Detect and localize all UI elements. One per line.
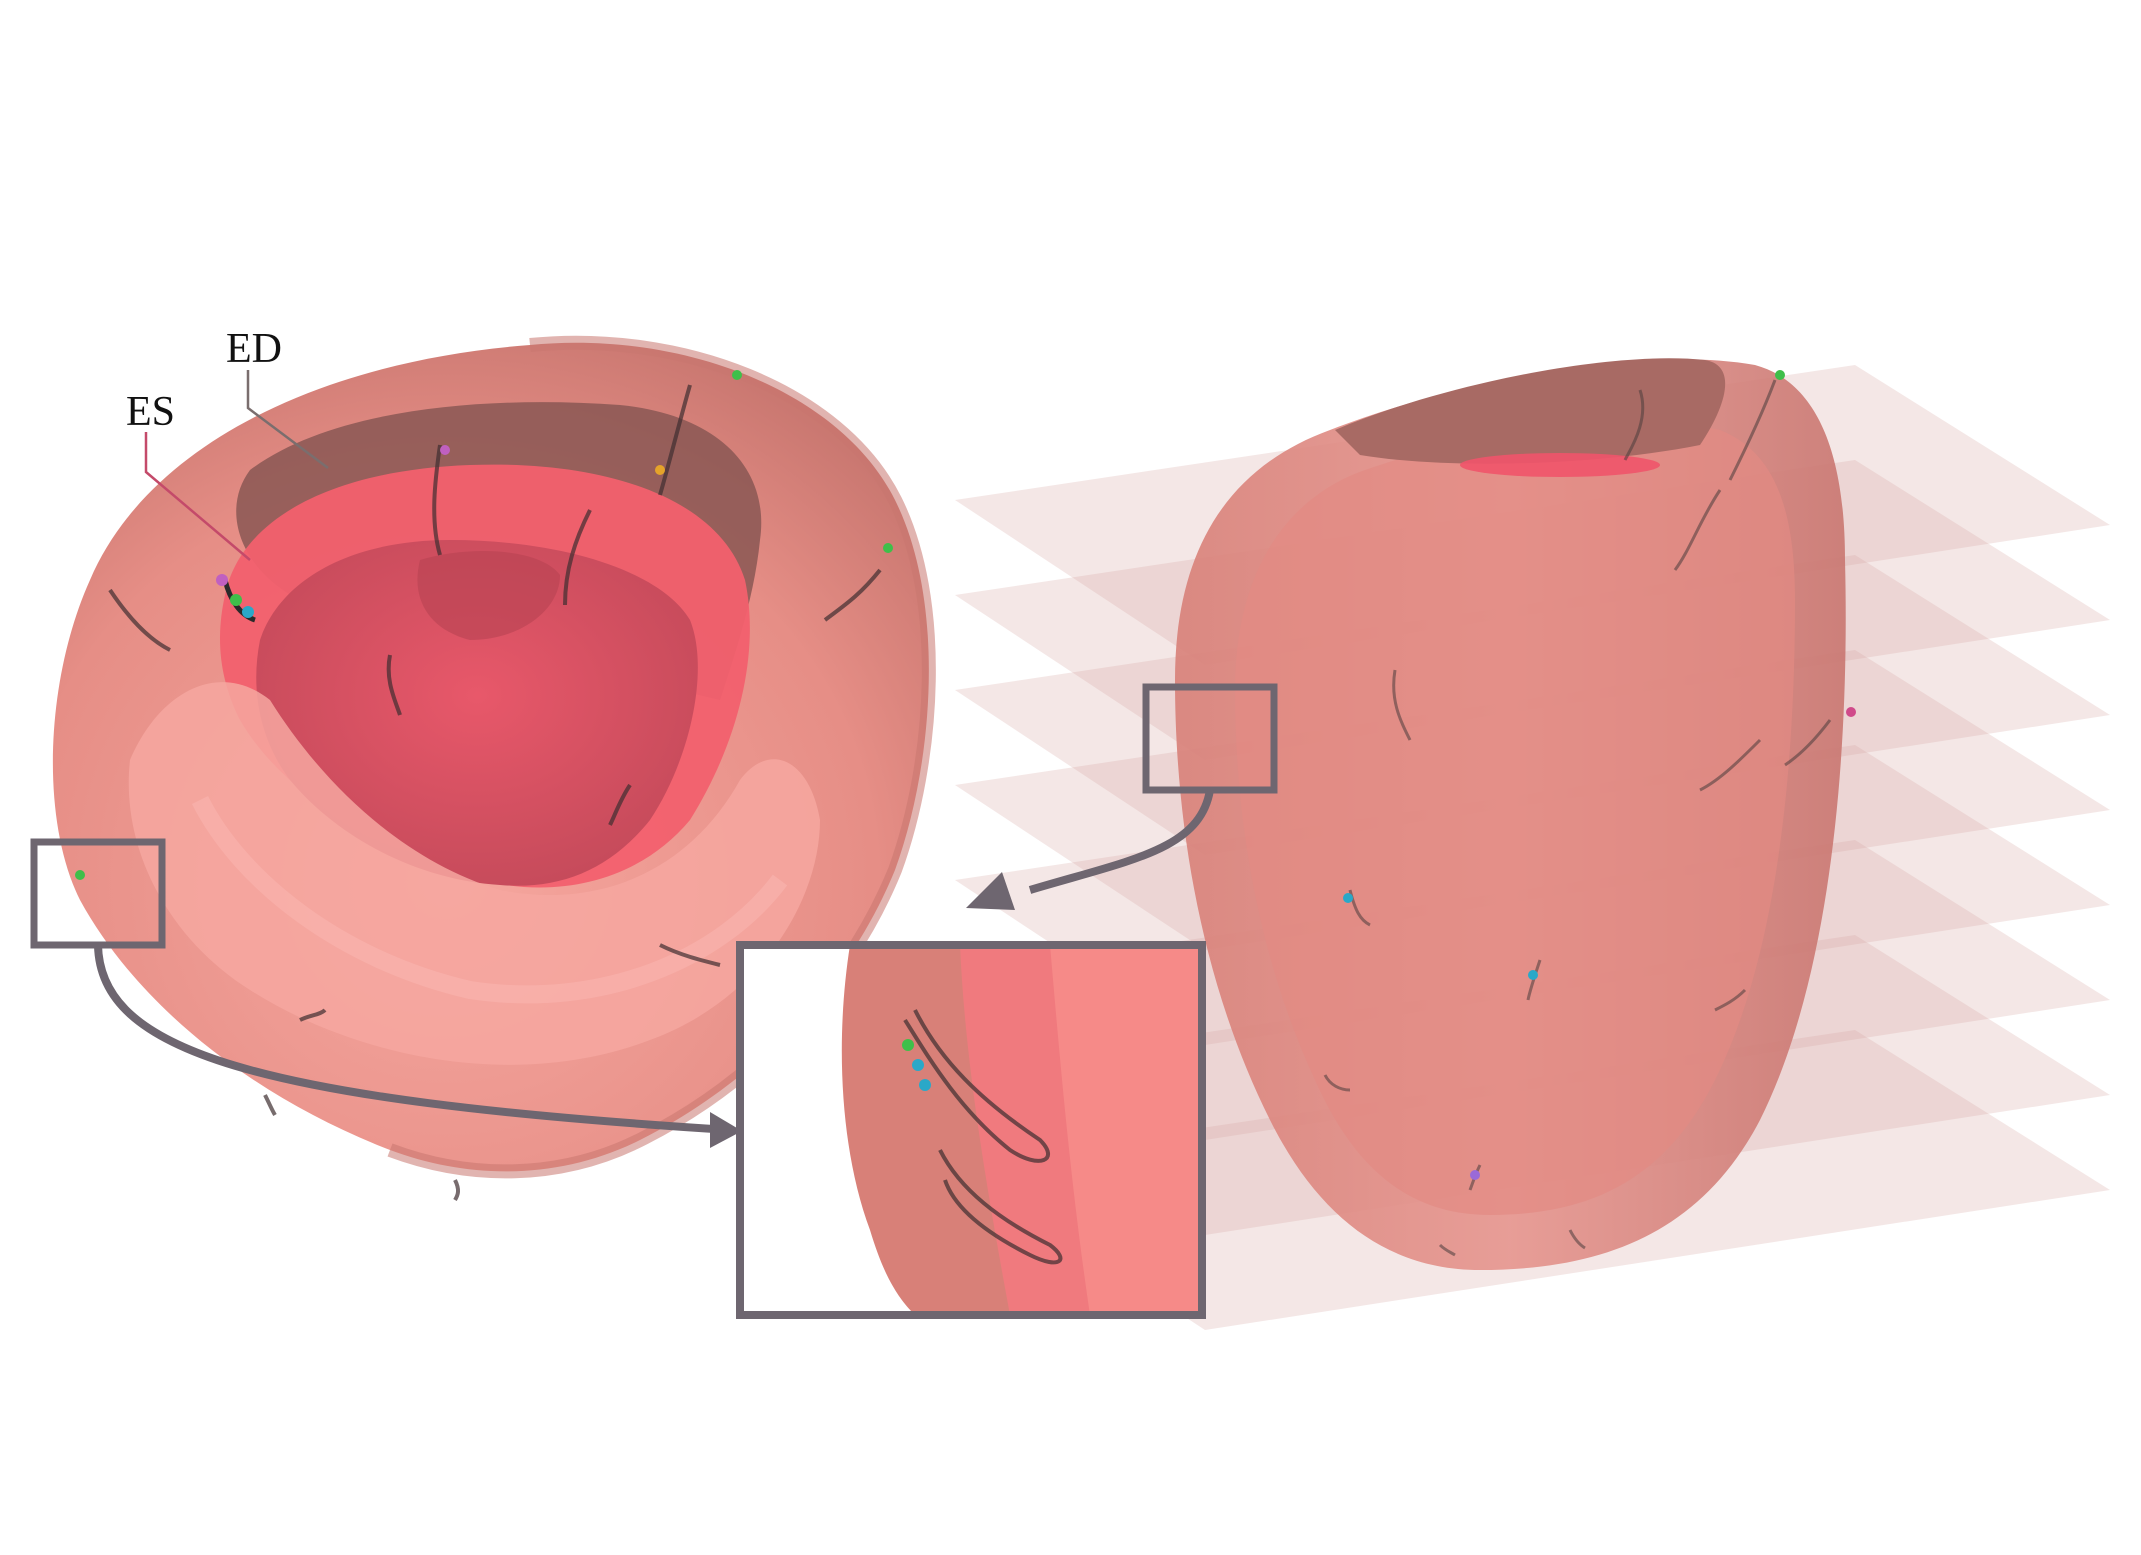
arrowhead-icon (710, 1112, 742, 1148)
lv-base-cavity (1460, 453, 1660, 477)
annotation-labels: ED ES (126, 326, 329, 561)
landmark-marker (216, 574, 228, 586)
contour-line (453, 1179, 460, 1202)
landmark-marker (75, 870, 85, 880)
inner-papillary-shadow (417, 551, 560, 640)
landmark-marker (242, 606, 254, 618)
landmark-marker (440, 445, 450, 455)
surface-contours (1323, 379, 1832, 1257)
contour-line (1673, 489, 1722, 571)
contour-line (1784, 719, 1832, 767)
heart-short-axis (52, 335, 936, 1202)
contour-line (299, 1008, 327, 1022)
contour-line (563, 509, 592, 606)
contour-line (1568, 1229, 1586, 1250)
contour-line (823, 568, 882, 622)
contour-line (608, 783, 632, 826)
landmark-marker (1470, 1170, 1480, 1180)
lv-endocardium (1235, 422, 1795, 1215)
zoom-inset (736, 941, 1206, 1319)
contour-line (1623, 389, 1645, 461)
landmark-marker (883, 543, 893, 553)
landmark-marker (912, 1059, 924, 1071)
contour-line (1392, 669, 1412, 741)
landmark-marker (732, 370, 742, 380)
zoom-arrow-left (94, 944, 731, 1134)
landmark-marker (1775, 370, 1785, 380)
inset-inner-band (1050, 945, 1202, 1315)
contour-line (1438, 1243, 1456, 1257)
landmark-markers (1343, 370, 1856, 1180)
contour-line (108, 588, 171, 652)
endo-landmark-cluster (75, 370, 893, 880)
inset-frame (736, 941, 1206, 1319)
surface-contours (903, 1009, 1063, 1265)
ed-leader-line (246, 370, 329, 469)
ed-epicardium-rim (387, 335, 936, 1179)
landmark-marker (919, 1079, 931, 1091)
landmark-marker (1846, 707, 1856, 717)
contour-line (1699, 738, 1762, 792)
landmark-marker (655, 465, 665, 475)
contour-line (938, 1149, 1063, 1265)
lv-cavity (256, 540, 698, 886)
landmark-marker (902, 1039, 914, 1051)
ed-inner-wall-ring (191, 795, 788, 1004)
contour-line (1323, 1074, 1351, 1092)
contour-line (903, 1009, 1050, 1163)
contour-line (1526, 959, 1542, 1001)
heart-long-axis (1175, 358, 1856, 1270)
zoom-arrow-right (1028, 789, 1214, 894)
contour-line (658, 384, 692, 496)
ed-label: ED (226, 326, 282, 372)
es-leader-line (144, 432, 251, 561)
contour-line (659, 943, 721, 967)
landmark-marker (1343, 893, 1353, 903)
surface-contours (108, 384, 882, 1202)
contour-line (432, 444, 442, 556)
contour-line (386, 654, 402, 716)
arrowhead-icon (966, 872, 1015, 910)
landmark-marker (230, 594, 242, 606)
contour-line (1714, 988, 1747, 1012)
landmark-marker (1528, 970, 1538, 980)
es-label: ES (126, 389, 175, 435)
contour-line (263, 1094, 277, 1117)
lv-base-opening (1335, 358, 1726, 464)
contour-line (1728, 379, 1777, 481)
